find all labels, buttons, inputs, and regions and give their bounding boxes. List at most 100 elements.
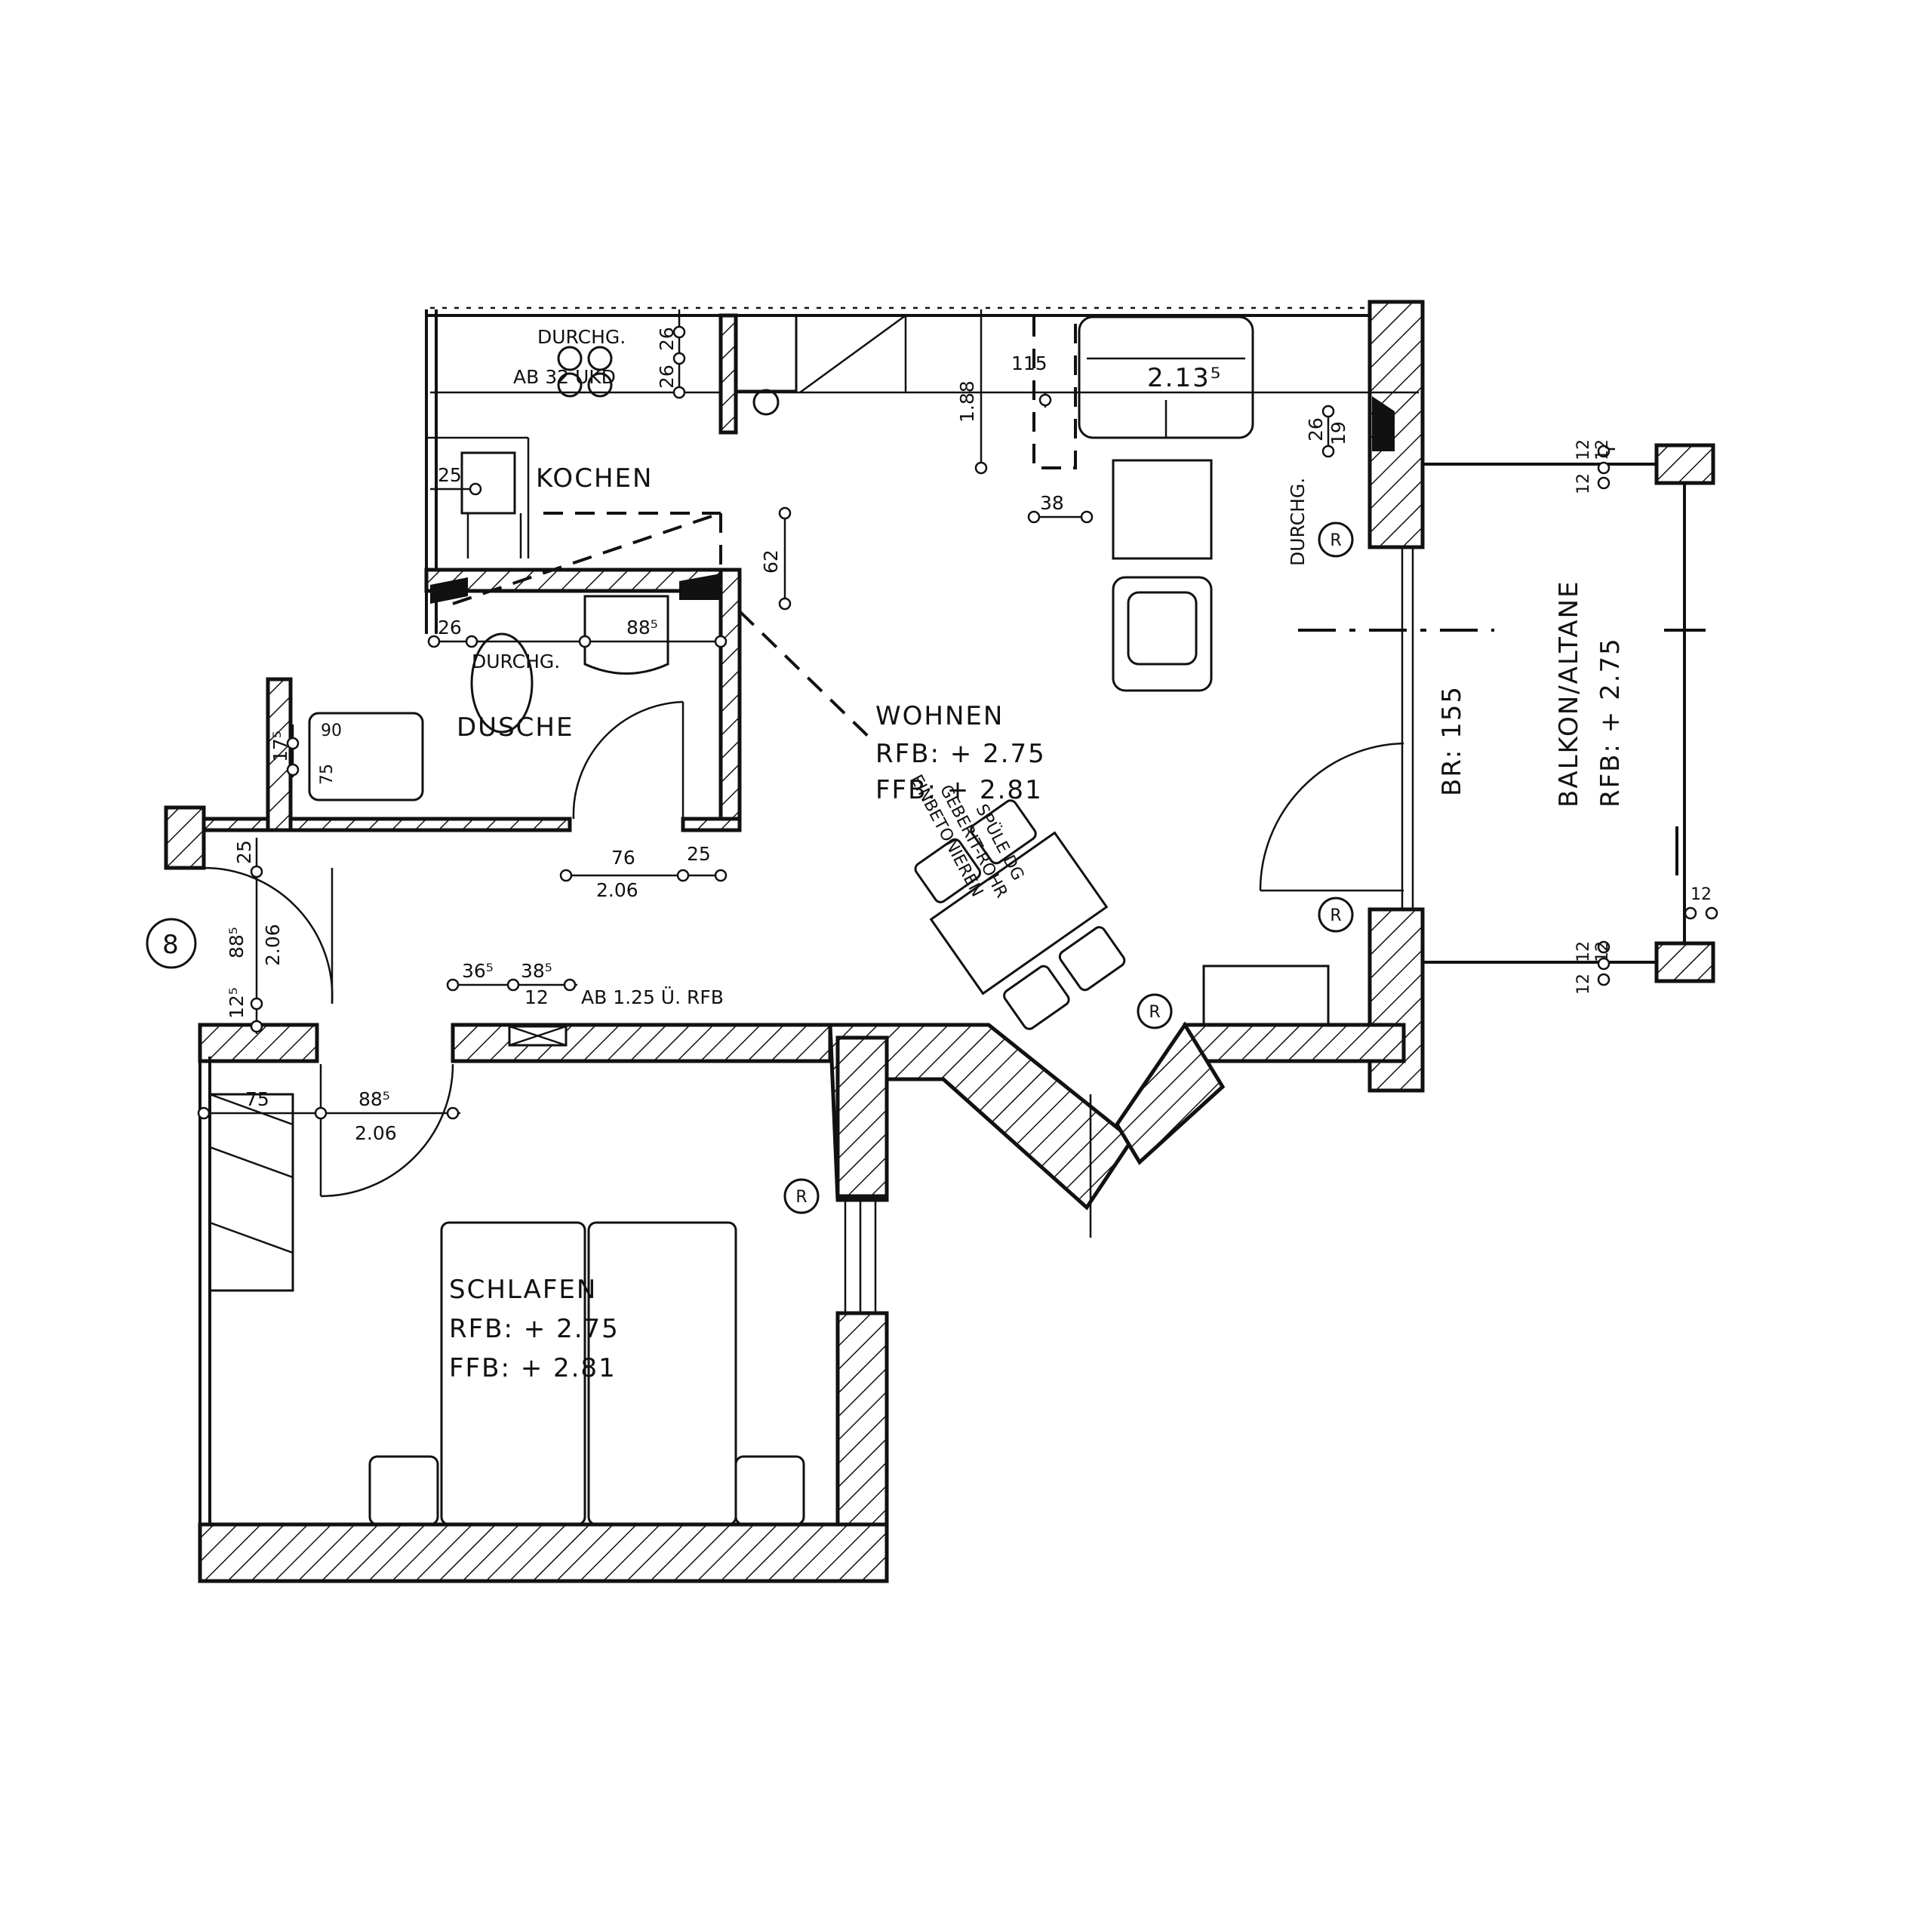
svg-text:75: 75	[245, 1088, 269, 1110]
dining-set	[914, 799, 1126, 1030]
svg-text:115: 115	[1011, 352, 1048, 374]
svg-text:76: 76	[611, 847, 635, 869]
svg-text:2.06: 2.06	[262, 924, 284, 966]
svg-text:R: R	[1149, 1003, 1160, 1022]
svg-text:R: R	[795, 1188, 807, 1207]
sink-basin-2	[587, 346, 613, 371]
note-ab32: AB 32 UKD	[513, 366, 616, 388]
wohnen-rfb: RFB: + 2.75	[875, 739, 1046, 769]
furniture	[203, 313, 1419, 1526]
balcony-door-swing	[1259, 742, 1404, 891]
svg-text:1.88: 1.88	[956, 380, 978, 423]
dimension-labels: 26 26 115 2.13⁵ 1.88 38 26 19 25 62 26 8…	[226, 327, 1712, 1144]
shower-tray	[308, 712, 424, 801]
svg-text:88⁵: 88⁵	[358, 1088, 390, 1110]
svg-text:88⁵: 88⁵	[626, 617, 658, 638]
schlafen-ffb: FFB: + 2.81	[449, 1353, 617, 1383]
svg-text:12: 12	[1593, 941, 1612, 962]
bed-right	[587, 1221, 737, 1526]
toilet	[470, 632, 534, 734]
wall-shower-bottom-right	[681, 817, 742, 832]
svg-text:R: R	[1330, 531, 1341, 550]
svg-text:2.06: 2.06	[355, 1122, 397, 1144]
svg-text:12: 12	[1690, 885, 1712, 904]
note-durchg-top: DURCHG.	[537, 326, 626, 348]
svg-text:25: 25	[438, 464, 462, 486]
fridge	[460, 451, 516, 515]
note-ab125: AB 1.25 Ü. RFB	[581, 986, 724, 1008]
svg-text:26: 26	[1305, 417, 1327, 441]
svg-text:25: 25	[687, 843, 711, 865]
walls	[164, 300, 1715, 1583]
svg-text:62: 62	[760, 549, 782, 574]
wall-right-bottom	[1367, 907, 1425, 1093]
sink-basin-3	[557, 372, 583, 398]
wall-bedroom-bottom	[198, 1522, 889, 1583]
svg-text:26: 26	[438, 617, 462, 638]
svg-text:36⁵: 36⁵	[462, 960, 494, 982]
svg-text:19: 19	[1327, 421, 1349, 445]
room-label-wohnen: WOHNEN	[875, 701, 1004, 731]
wall-diagonal-left	[828, 1023, 1135, 1211]
radiators: R R R R	[783, 521, 1354, 1214]
svg-text:12: 12	[525, 986, 549, 1008]
nightstand-right	[734, 1455, 805, 1526]
svg-text:26: 26	[656, 327, 678, 351]
stove	[734, 314, 798, 392]
bed-left	[440, 1221, 586, 1526]
armchair	[1112, 576, 1213, 692]
svg-text:8: 8	[162, 930, 180, 960]
svg-text:17⁵: 17⁵	[269, 731, 291, 762]
wall-entrance-top	[164, 805, 206, 870]
balkon-rfb: RFB: + 2.75	[1595, 637, 1626, 808]
wall-kitchen-shower	[424, 568, 731, 593]
wall-shower-left	[266, 677, 293, 832]
wall-living-bottom-right	[1183, 1023, 1406, 1063]
svg-text:2.13⁵: 2.13⁵	[1147, 363, 1222, 393]
table-square	[1112, 459, 1213, 560]
wohnen-ffb: FFB: + 2.81	[875, 775, 1043, 805]
svg-text:12: 12	[1574, 473, 1593, 494]
note-durchg-right: DURCHG.	[1287, 478, 1309, 566]
shower-door-swing	[572, 700, 684, 820]
svg-text:12: 12	[1574, 974, 1593, 995]
svg-text:26: 26	[656, 365, 678, 389]
radiator-marker: R	[1318, 897, 1354, 933]
svg-text:12: 12	[1574, 941, 1593, 962]
svg-text:12: 12	[1593, 439, 1612, 460]
wall-bedroom-right	[835, 1035, 889, 1198]
bedroom-door-swing	[320, 1063, 454, 1198]
room-label-schlafen: SCHLAFEN	[449, 1275, 597, 1305]
svg-text:38: 38	[1040, 492, 1064, 514]
wardrobe	[208, 1093, 294, 1292]
sideboard	[1202, 964, 1330, 1026]
note-durchg-shower: DURCHG.	[472, 651, 560, 672]
svg-text:90: 90	[321, 721, 342, 740]
nightstand-left	[368, 1455, 439, 1526]
svg-text:12: 12	[1574, 439, 1593, 460]
wall-shower-right	[718, 568, 742, 832]
schlafen-rfb: RFB: + 2.75	[449, 1314, 620, 1344]
dimension-lines	[197, 309, 1718, 1238]
kitchen-pillar	[718, 313, 738, 435]
svg-text:25: 25	[233, 840, 255, 864]
stove-hotplate	[752, 389, 780, 416]
note-br155: BR: 155	[1437, 685, 1467, 796]
svg-text:38⁵: 38⁵	[521, 960, 552, 982]
svg-text:75: 75	[318, 764, 337, 785]
room-label-balkon: BALKON/ALTANE	[1554, 580, 1584, 808]
armchair-seat	[1127, 591, 1198, 666]
wall-shower-bottom	[288, 817, 572, 832]
svg-text:R: R	[1330, 906, 1341, 925]
wall-entrance-top2	[202, 817, 270, 832]
room-label-dusche: DUSCHE	[457, 712, 574, 743]
balcony-post-bottom	[1654, 941, 1715, 983]
entrance-door-swing	[203, 866, 334, 1004]
room-label-kochen: KOCHEN	[536, 463, 653, 494]
radiator-marker: R	[783, 1178, 820, 1214]
svg-text:88⁵: 88⁵	[226, 927, 248, 958]
svg-text:2.06: 2.06	[596, 879, 638, 901]
radiator-marker: R	[1137, 993, 1173, 1029]
washbasin	[583, 595, 669, 675]
